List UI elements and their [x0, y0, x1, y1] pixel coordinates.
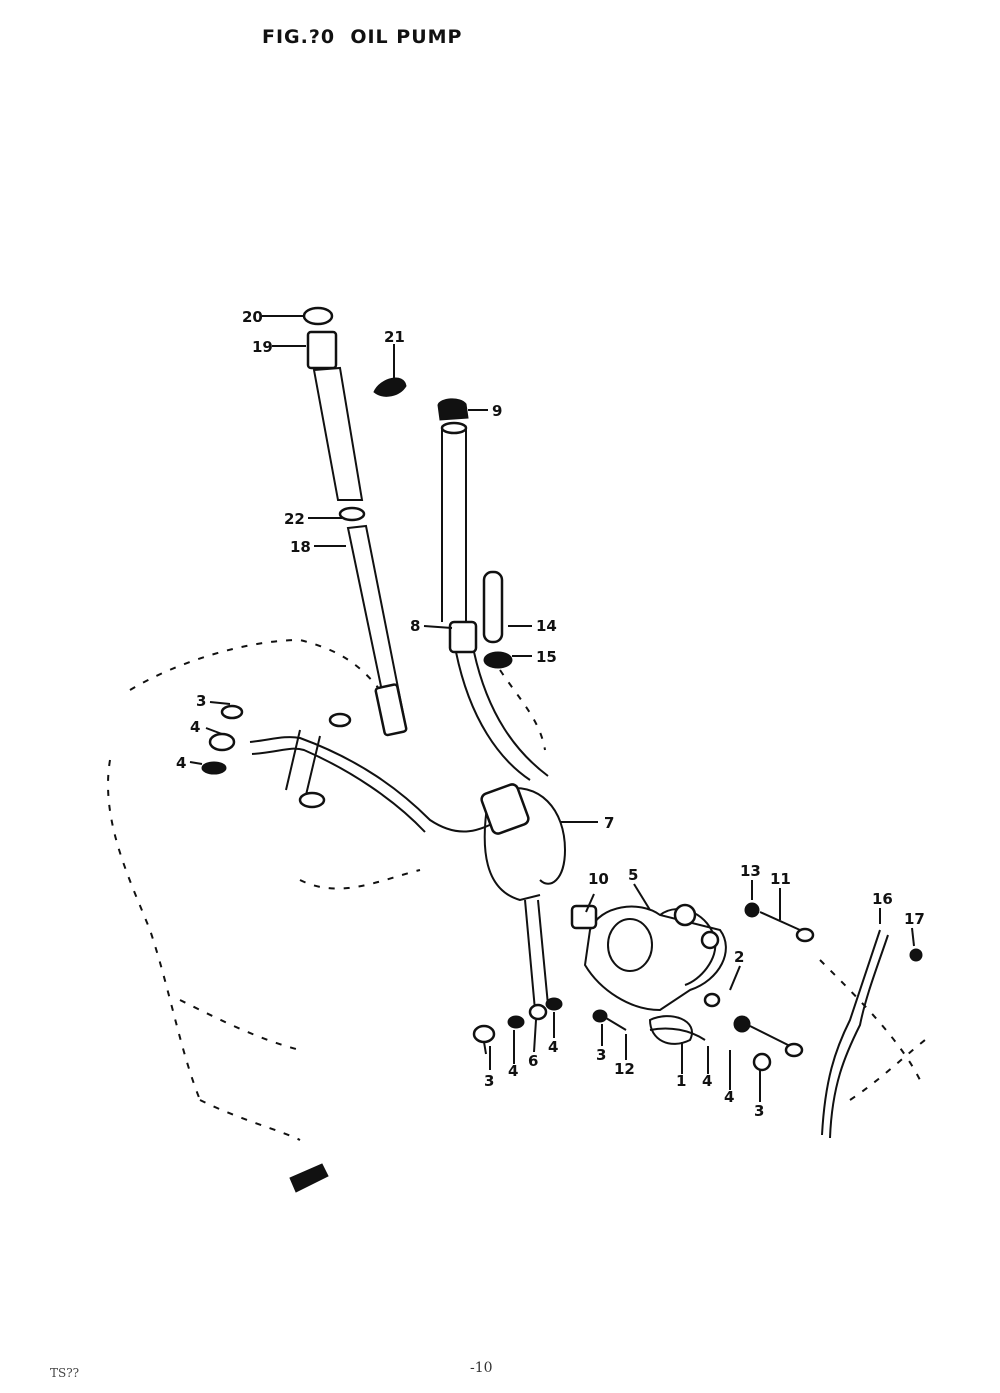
callout-18: 18	[290, 538, 311, 556]
callout-4: 4	[190, 718, 200, 736]
callout-9: 9	[492, 402, 502, 420]
callout-21: 21	[384, 328, 405, 346]
callout-3d: 3	[754, 1102, 764, 1120]
callout-4e: 4	[702, 1072, 712, 1090]
callout-10: 10	[588, 870, 609, 888]
filler-cap-part	[373, 377, 407, 397]
oil-delivery-pipe	[201, 704, 567, 1011]
callout-4d: 4	[548, 1038, 558, 1056]
callout-22: 22	[284, 510, 305, 528]
oil-pump-body	[570, 903, 727, 1045]
callout-2: 2	[734, 948, 744, 966]
callout-labels: 20 19 21 9 22 18 14 15 8 3 4 4 7 10 5 13…	[176, 308, 925, 1120]
callout-4f: 4	[724, 1088, 734, 1106]
oil-tank-tube	[437, 398, 549, 781]
callout-5: 5	[628, 866, 638, 884]
pump-control-cable	[821, 929, 881, 1136]
callout-4b: 4	[176, 754, 186, 772]
callout-3: 3	[196, 692, 206, 710]
figure-title: FIG.?0 OIL PUMP	[262, 26, 463, 48]
callout-19: 19	[252, 338, 273, 356]
callout-4c: 4	[508, 1062, 518, 1080]
callout-20: 20	[242, 308, 263, 326]
callout-6: 6	[528, 1052, 538, 1070]
callout-11: 11	[770, 870, 791, 888]
part-tag	[289, 1163, 329, 1193]
callout-7: 7	[604, 814, 614, 832]
page-number: -10	[470, 1360, 493, 1376]
banjo-bolt-part	[482, 570, 513, 669]
callout-14: 14	[536, 617, 557, 635]
callout-8: 8	[410, 617, 420, 635]
callout-17: 17	[904, 910, 925, 928]
callout-16: 16	[872, 890, 893, 908]
leader-lines	[189, 315, 915, 1102]
callout-1: 1	[676, 1072, 686, 1090]
pump-gasket	[649, 1027, 706, 1041]
oil-filler-tube	[302, 306, 408, 737]
callout-15: 15	[536, 648, 557, 666]
callout-3b: 3	[484, 1072, 494, 1090]
union-bolts	[472, 992, 772, 1072]
engine-case-outline	[107, 638, 926, 1141]
pump-control-cable-outer	[829, 934, 889, 1139]
callout-13: 13	[740, 862, 761, 880]
callout-12: 12	[614, 1060, 635, 1078]
callout-3c: 3	[596, 1046, 606, 1064]
pump-mount-bolts	[733, 902, 923, 1058]
footer-model-code: TS??	[50, 1366, 80, 1380]
